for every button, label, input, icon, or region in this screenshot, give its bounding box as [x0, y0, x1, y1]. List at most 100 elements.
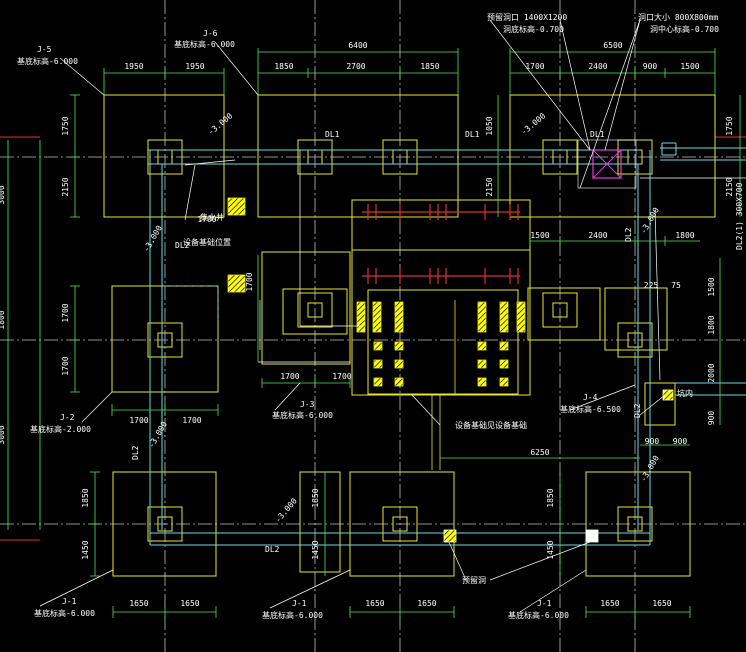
footings — [103, 94, 716, 577]
pit-top-right — [577, 139, 637, 189]
label-j1-left-elev: 基底标高-6.000 — [34, 608, 95, 618]
label-dl1-b: DL1 — [465, 130, 480, 139]
label-top-opening-2: 洞口大小 800X800mm — [638, 12, 718, 22]
dim-l-1750: 1750 — [61, 116, 70, 135]
dim-c-1050: 1050 — [485, 116, 494, 135]
dimension-text: 6400 6500 1950 1950 1850 2700 1850 1700 … — [0, 41, 734, 608]
dim-t-1850a: 1850 — [274, 62, 293, 71]
dim-r-1750: 1750 — [725, 116, 734, 135]
label-pit-note: 设备基础见设备基础 — [455, 420, 527, 430]
dim-bb-1650d: 1650 — [417, 599, 436, 608]
dim-l-2150: 2150 — [61, 177, 70, 196]
label-j1-right: J-1 — [537, 599, 552, 608]
right-wall-outline — [644, 382, 676, 426]
dim-r-1500: 1500 — [707, 277, 716, 296]
label-j3-elev: 基底标高-6.000 — [272, 410, 333, 420]
label-top-opening-2-elev: 洞中心标高-0.700 — [650, 24, 719, 34]
footing-j1-left — [112, 471, 217, 577]
label-dl2-e: DL2 — [175, 241, 190, 250]
label-j5: J-5 — [37, 45, 52, 54]
dim-m-1800: 1800 — [675, 231, 694, 240]
dim-t-2400a: 2400 — [588, 62, 607, 71]
dim-m-2400: 2400 — [588, 231, 607, 240]
dim-elev-a: -3.000 — [206, 111, 234, 137]
label-top-opening-1: 预留洞口 1400X1200 — [487, 12, 567, 22]
dim-l-1700b: 1700 — [61, 356, 70, 375]
dim-b-1700b: 1700 — [182, 416, 201, 425]
footing-top-right — [509, 94, 716, 218]
dim-t-2700: 2700 — [346, 62, 365, 71]
dim-m-1500: 1500 — [530, 231, 549, 240]
dim-r-900b: 900 — [673, 437, 688, 446]
dim-top-6400: 6400 — [348, 41, 367, 50]
dim-r-900a: 900 — [645, 437, 660, 446]
label-j2: J-2 — [60, 413, 75, 422]
dim-v-1850c: 1850 — [546, 488, 555, 507]
dim-r-2000: 2000 — [707, 363, 716, 382]
label-dl2-d: DL2 — [633, 403, 642, 418]
equipment-pit — [227, 197, 530, 470]
footing-right-mid — [527, 287, 601, 341]
dim-m-6250: 6250 — [530, 448, 549, 457]
label-j6-elev: 基底标高-6.000 — [174, 39, 235, 49]
dim-r-2150: 2150 — [725, 177, 734, 196]
dim-t-1500a: 1500 — [680, 62, 699, 71]
label-dl2-b: DL2 — [265, 545, 280, 554]
label-j3: J-3 — [300, 400, 315, 409]
label-j1-right-elev: 基底标高-6.000 — [508, 610, 569, 620]
label-equipment-note: 设备基础位置 — [183, 237, 231, 247]
label-sump: 集水井 — [200, 212, 224, 222]
label-j1-mid: J-1 — [292, 599, 307, 608]
dim-t-900a: 900 — [643, 62, 658, 71]
footing-j6 — [257, 94, 459, 218]
dim-t-1950b: 1950 — [185, 62, 204, 71]
dim-bb-1650c: 1650 — [365, 599, 384, 608]
ground-beams — [148, 142, 746, 546]
dim-m-225: 225 — [644, 281, 659, 290]
footing-small-bottom — [299, 471, 341, 573]
label-top-opening-1-elev: 洞底标高-0.700 — [503, 24, 564, 34]
footing-j3 — [261, 251, 351, 365]
label-j4: J-4 — [583, 393, 598, 402]
label-j4-elev: 基底标高-6.500 — [560, 404, 621, 414]
dim-b2-1700b: 1700 — [332, 372, 351, 381]
label-dl2-a: DL2 — [131, 445, 140, 460]
label-j6: J-6 — [203, 29, 218, 38]
dim-elev-c: -3.000 — [142, 224, 164, 254]
label-j1-left: J-1 — [62, 597, 77, 606]
dim-bb-1650f: 1650 — [652, 599, 671, 608]
dimension-lines — [7, 48, 741, 618]
pit-outline — [351, 199, 531, 396]
dim-t-1850b: 1850 — [420, 62, 439, 71]
footing-center-mid — [282, 288, 348, 335]
dim-far-left-b: 1800 — [0, 310, 6, 329]
leader-lines — [39, 19, 746, 613]
label-j2-elev: 基底标高-2.000 — [30, 424, 91, 434]
dim-c-2150: 2150 — [485, 177, 494, 196]
dim-t-1950a: 1950 — [124, 62, 143, 71]
label-dl1-a: DL1 — [325, 130, 340, 139]
label-right-pit: 坑内 — [677, 388, 693, 398]
footing-j5 — [103, 94, 225, 218]
dim-top-6500: 6500 — [603, 41, 622, 50]
dim-v-1450b: 1450 — [311, 540, 320, 559]
dim-t-1700a: 1700 — [525, 62, 544, 71]
dim-bb-1650e: 1650 — [600, 599, 619, 608]
dim-v-1850a: 1850 — [81, 488, 90, 507]
dim-bb-1650b: 1650 — [180, 599, 199, 608]
dim-far-left-c: 3000 — [0, 425, 6, 444]
dim-b2-1700a: 1700 — [280, 372, 299, 381]
dim-bb-1650a: 1650 — [129, 599, 148, 608]
pit-inner — [367, 289, 519, 395]
dim-r-900v: 900 — [707, 411, 716, 426]
label-dl2-dim: DL2(1) 300X700 — [735, 182, 744, 250]
dim-far-left-a: 3000 — [0, 185, 6, 204]
red-axis-stubs — [0, 136, 746, 541]
dim-r-1800: 1800 — [707, 315, 716, 334]
dim-elev-b: -3.000 — [519, 111, 547, 137]
footing-j1-mid — [349, 471, 455, 577]
label-dl2-c: DL2 — [624, 227, 633, 242]
label-j1-mid-elev: 基底标高-6.000 — [262, 610, 323, 620]
openings — [443, 389, 674, 543]
